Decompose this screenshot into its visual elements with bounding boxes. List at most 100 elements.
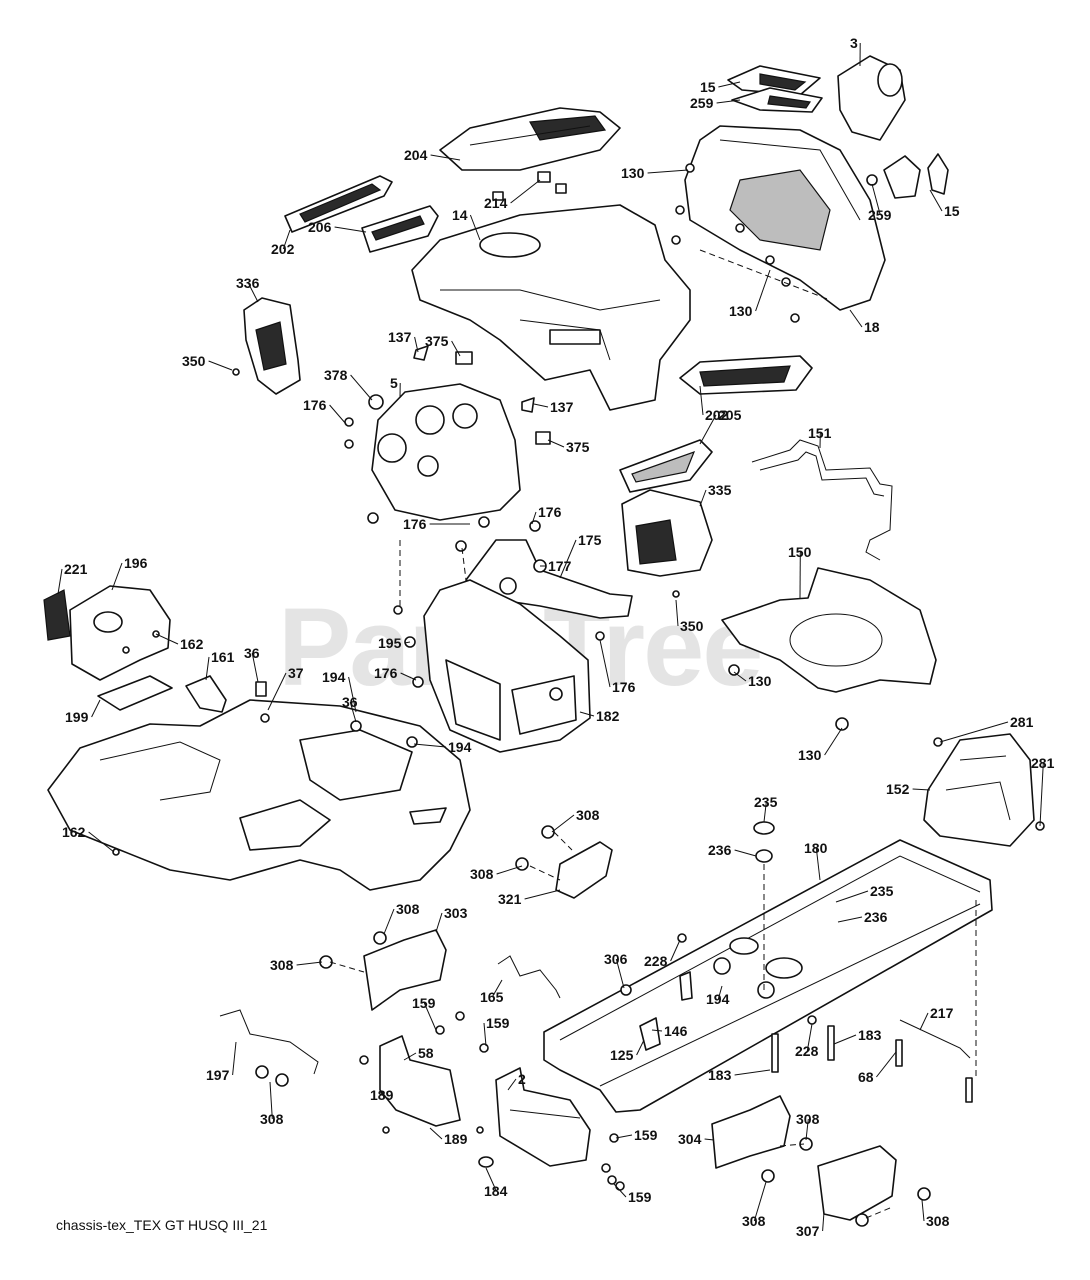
right-grille-part [679, 355, 813, 395]
side-panel-part-336 [243, 297, 301, 395]
leader-line [155, 633, 179, 645]
leader-line [837, 916, 863, 923]
console-part-182 [393, 579, 605, 753]
callout-label: 58 [418, 1045, 434, 1061]
bracket-part-206 [361, 205, 439, 253]
callout-label: 175 [578, 532, 602, 548]
callout-label: 14 [452, 207, 468, 223]
leader-line [699, 414, 717, 445]
callout-label: 165 [480, 989, 504, 1005]
small-trim-parts [97, 675, 267, 713]
callout-label: 306 [604, 951, 628, 967]
callout-label: 130 [729, 303, 753, 319]
callout-label: 228 [795, 1043, 819, 1059]
callout-leaders [57, 42, 1044, 1232]
leader-line [699, 385, 704, 416]
callout-label: 130 [798, 747, 822, 763]
leader-line [647, 169, 689, 174]
headlight-part [837, 55, 906, 141]
leader-line [929, 189, 943, 212]
callout-label: 37 [288, 665, 304, 681]
leader-line [435, 912, 443, 933]
bracket-part-259-top [731, 87, 823, 113]
leader-line [485, 1167, 497, 1192]
callout-label: 68 [858, 1069, 874, 1085]
callout-label: 214 [484, 195, 508, 211]
leader-line [939, 721, 1009, 743]
side-panel-part-335 [621, 489, 713, 577]
leader-line [615, 958, 625, 989]
leader-line [912, 788, 931, 791]
callout-label: 336 [236, 275, 260, 291]
leader-line [111, 562, 123, 591]
callout-label: 159 [412, 995, 436, 1011]
leader-line [348, 676, 357, 713]
diagram-caption: chassis-tex_TEX GT HUSQ III_21 [56, 1217, 268, 1233]
leader-line [699, 489, 707, 507]
dashboard-part [344, 383, 541, 532]
leader-line [716, 99, 741, 104]
callout-label: 304 [678, 1131, 702, 1147]
leader-line [423, 1002, 437, 1031]
leader-line [251, 652, 259, 683]
callout-label: 259 [690, 95, 714, 111]
callout-label: 308 [742, 1213, 766, 1229]
callout-label: 259 [868, 207, 892, 223]
callout-label: 162 [180, 636, 204, 652]
leader-line [533, 403, 549, 408]
assembly-dashed-lines [329, 249, 977, 1219]
clip-parts-214 [492, 171, 567, 201]
callout-label: 236 [708, 842, 732, 858]
leader-line [921, 1199, 925, 1222]
callout-label: 217 [930, 1005, 954, 1021]
rod-part-217 [895, 1019, 973, 1103]
leader-line [329, 404, 347, 425]
leader-line [755, 269, 771, 312]
screw-parts-130-upper [671, 163, 800, 323]
floor-pan-part-150 [721, 567, 937, 731]
fender-cover-part-196 [43, 585, 171, 681]
leader-line [815, 847, 821, 881]
callout-label: 151 [808, 425, 832, 441]
leader-line [496, 865, 523, 875]
hood-top-cover-part [439, 107, 621, 171]
callout-label: 202 [705, 407, 729, 423]
leader-line [670, 939, 681, 962]
callout-label: 130 [748, 673, 772, 689]
callout-label: 15 [700, 79, 716, 95]
callout-label: 307 [796, 1223, 820, 1239]
bracket-part-205 [619, 439, 713, 493]
callout-label: 150 [788, 544, 812, 560]
leader-line [414, 336, 419, 353]
callout-label: 189 [370, 1087, 394, 1103]
seat-part-152 [923, 733, 1045, 847]
callout-label: 2 [518, 1071, 526, 1087]
callout-label: 15 [944, 203, 960, 219]
leader-line [704, 1138, 715, 1141]
callout-label: 199 [65, 709, 89, 725]
callout-label: 137 [388, 329, 412, 345]
callout-label: 375 [425, 333, 449, 349]
leader-line [350, 374, 373, 401]
callout-label: 159 [486, 1015, 510, 1031]
screw-part-350-left [232, 368, 240, 376]
callout-label: 221 [64, 561, 88, 577]
leader-line [835, 890, 869, 903]
bracket-part-58 [359, 1011, 489, 1134]
callout-label: 196 [124, 555, 148, 571]
bracket-part-15-top [727, 65, 821, 96]
leader-line [296, 961, 323, 966]
leader-line [636, 1039, 645, 1056]
leader-line [805, 1118, 809, 1141]
callout-label: 176 [538, 504, 562, 520]
callout-label: 308 [470, 866, 494, 882]
callout-label: 146 [664, 1023, 688, 1039]
leader-line [579, 711, 595, 717]
leader-line [824, 727, 843, 756]
leader-line [269, 1081, 273, 1120]
leader-line [822, 1211, 825, 1232]
callout-label: 183 [858, 1027, 882, 1043]
